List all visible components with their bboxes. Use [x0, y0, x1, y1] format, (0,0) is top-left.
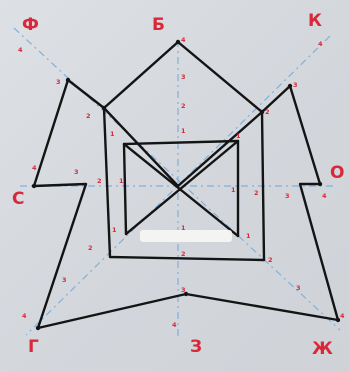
vertex-dot — [287, 83, 293, 89]
num-label: 1 — [110, 130, 115, 138]
num-label: 2 — [268, 256, 273, 264]
label-right: О — [330, 163, 344, 183]
num-label: 1 — [231, 186, 236, 194]
diagonal-axis-k-g — [25, 35, 331, 336]
num-label: 2 — [97, 177, 102, 185]
label-bottom-left: Г — [28, 337, 39, 357]
num-label: 3 — [181, 286, 186, 294]
vertex-dot — [31, 183, 37, 189]
num-label: 4 — [181, 36, 186, 44]
num-label: 4 — [340, 312, 345, 320]
label-top-right: К — [308, 11, 322, 31]
window-diagonal-4 — [176, 110, 264, 188]
num-label: 1 — [181, 127, 186, 135]
house-right-wall — [260, 110, 266, 262]
num-label: 4 — [22, 312, 27, 320]
num-label: 1 — [181, 224, 186, 232]
num-label: 3 — [62, 276, 67, 284]
num-label: 1 — [246, 232, 251, 240]
vertex-dot — [35, 325, 41, 331]
num-label: 2 — [86, 112, 91, 120]
num-label: 3 — [293, 81, 298, 89]
label-top-left: Ф — [22, 15, 39, 35]
window-diagonal-3 — [102, 106, 180, 188]
num-label: 1 — [236, 132, 241, 140]
num-label: 2 — [265, 108, 270, 116]
vertex-dot — [65, 77, 71, 83]
vertex-dot — [317, 181, 323, 187]
num-label: 4 — [32, 164, 37, 172]
vertex-dot — [183, 291, 189, 297]
num-label: 1 — [112, 226, 117, 234]
num-label: 4 — [322, 192, 327, 200]
num-label: 3 — [74, 168, 79, 176]
window-diagonal-2 — [124, 139, 240, 236]
erased-patch — [140, 230, 232, 242]
num-label: 4 — [318, 40, 323, 48]
label-bottom: З — [190, 337, 202, 357]
num-label: 3 — [296, 284, 301, 292]
num-label: 1 — [119, 177, 124, 185]
vertex-dot — [175, 39, 181, 45]
num-label: 2 — [181, 102, 186, 110]
num-label: 3 — [181, 73, 186, 81]
label-top: Б — [152, 15, 165, 35]
vertex-dot — [101, 105, 107, 111]
num-label: 2 — [88, 244, 93, 252]
vertex-dot — [335, 317, 341, 323]
num-label: 3 — [56, 78, 61, 86]
num-label: 2 — [181, 250, 186, 258]
num-label: 3 — [285, 192, 290, 200]
house-left-wall — [102, 106, 266, 262]
num-label: 4 — [172, 321, 177, 329]
num-label: 2 — [254, 189, 259, 197]
vertex-dot — [259, 109, 265, 115]
label-left: С — [12, 189, 24, 209]
diagonal-axis-f-zh — [13, 27, 341, 331]
label-bottom-right: Ж — [312, 339, 333, 359]
num-label: 4 — [18, 46, 23, 54]
window-frame — [122, 139, 240, 238]
window-diagonal-1 — [122, 142, 240, 238]
